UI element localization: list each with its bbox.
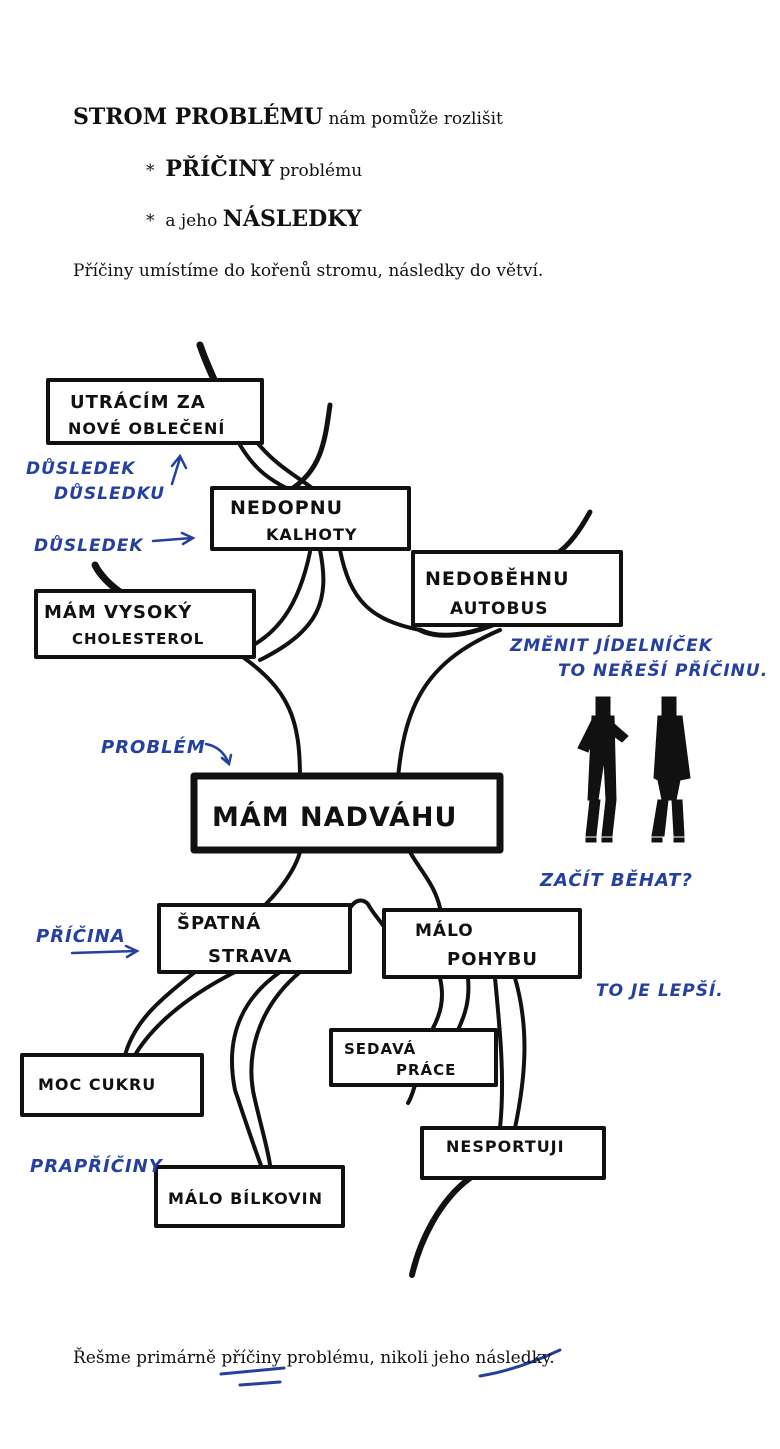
- bullet-mark: *: [146, 211, 155, 231]
- bullet-causes: * PŘÍČINY problému: [146, 156, 362, 182]
- label-strava-2: STRAVA: [208, 946, 292, 967]
- runner-right-icon: [651, 696, 691, 843]
- label-cukru: MOC CUKRU: [38, 1075, 156, 1094]
- label-pohyb-1: MÁLO: [415, 919, 474, 941]
- label-cholesterol-2: CHOLESTEROL: [72, 630, 204, 648]
- arrow-up-icon: [170, 453, 188, 486]
- bullet-consequences-bold: NÁSLEDKY: [222, 206, 362, 232]
- bullet-consequences-pre: a jeho: [165, 211, 223, 231]
- footer-priciny: příčiny: [221, 1348, 282, 1368]
- annotation-problem: PROBLÉM: [101, 736, 206, 758]
- arrow-right-icon: [70, 944, 140, 959]
- arrow-right-icon: [151, 531, 196, 546]
- bullet-causes-rest: problému: [274, 161, 363, 181]
- footer-pre: Řešme primárně: [73, 1348, 222, 1368]
- strike-nasledky: [478, 1348, 562, 1378]
- tree-branches: [91, 341, 593, 1278]
- box-consequence-utracim: [46, 378, 264, 445]
- box-consequence-nedobehnu: [411, 550, 623, 627]
- annotation-to-je-lepsi: TO JE LEPŠÍ.: [596, 979, 724, 1001]
- annotation-dusledek-dusledku-2: DŮSLEDKU: [54, 482, 165, 504]
- bullet-mark: *: [146, 161, 155, 181]
- label-bilkovin: MÁLO BÍLKOVIN: [168, 1189, 323, 1208]
- bullet-consequences: * a jeho NÁSLEDKY: [146, 206, 361, 232]
- footer-line: Řešme primárně příčiny problému, nikoli …: [73, 1348, 555, 1368]
- underline-priciny: [219, 1366, 286, 1387]
- annotation-zmenit-1: ZMĚNIT JÍDELNÍČEK: [509, 634, 714, 656]
- tree-boxes: [20, 378, 623, 1228]
- annotation-prapriciny: PRAPŘÍČINY: [30, 1155, 164, 1177]
- annotation-dusledek: DŮSLEDEK: [34, 534, 144, 556]
- box-labels: UTRÁCÍM ZA NOVÉ OBLEČENÍ NEDOPNU KALHOTY…: [38, 391, 570, 1208]
- label-pohyb-2: POHYBU: [447, 949, 538, 970]
- annotation-zmenit-2: TO NEŘEŠÍ PŘÍČINU.: [558, 659, 768, 681]
- intro-line: STROM PROBLÉMU nám pomůže rozlišit: [73, 104, 503, 130]
- label-nedopnu-2: KALHOTY: [266, 525, 357, 544]
- annotation-dusledek-dusledku-1: DŮSLEDEK: [26, 457, 136, 479]
- label-nedobehnu-2: AUTOBUS: [450, 599, 549, 619]
- box-cause-pohyb: [382, 908, 582, 979]
- annotation-zacit-behat: ZAČÍT BĚHAT?: [539, 869, 693, 891]
- label-nesportuji: NESPORTUJI: [446, 1137, 565, 1156]
- arrow-curve-icon: [204, 742, 233, 767]
- bullet-causes-bold: PŘÍČINY: [165, 156, 275, 182]
- runner-left-icon: [577, 696, 629, 843]
- annotation-pricina: PŘÍČINA: [36, 925, 126, 947]
- label-nedobehnu-1: NEDOBĚHNU: [425, 567, 570, 590]
- label-utracim-1: UTRÁCÍM ZA: [70, 391, 206, 413]
- annotations: DŮSLEDEK DŮSLEDKU DŮSLEDEK ZMĚNIT JÍDELN…: [26, 453, 768, 1177]
- box-problem: [190, 772, 504, 854]
- box-root-nesportuji: [420, 1126, 606, 1180]
- runner-figures-icon: [577, 696, 691, 843]
- box-root-cukru: [20, 1053, 204, 1117]
- box-consequence-cholesterol: [34, 589, 256, 659]
- label-nedopnu-1: NEDOPNU: [230, 497, 343, 519]
- label-sedava-1: SEDAVÁ: [344, 1039, 416, 1058]
- intro-rest: nám pomůže rozlišit: [323, 109, 503, 129]
- label-utracim-2: NOVÉ OBLEČENÍ: [68, 419, 225, 438]
- box-consequence-nedopnu: [210, 486, 411, 551]
- box-root-sedava: [329, 1028, 498, 1087]
- box-cause-strava: [157, 903, 352, 974]
- footer-end: .: [549, 1348, 555, 1368]
- label-cholesterol-1: MÁM VYSOKÝ: [44, 601, 192, 623]
- note-line: Příčiny umístíme do kořenů stromu, násle…: [73, 261, 544, 281]
- footer-mid: problému, nikoli jeho: [281, 1348, 476, 1368]
- footer-nasledky: následky: [475, 1348, 550, 1368]
- box-root-bilkovin: [154, 1165, 345, 1228]
- label-problem: MÁM NADVÁHU: [212, 801, 457, 833]
- label-sedava-2: PRÁCE: [396, 1060, 456, 1079]
- label-strava-1: ŠPATNÁ: [177, 912, 261, 934]
- intro-bold: STROM PROBLÉMU: [73, 104, 324, 130]
